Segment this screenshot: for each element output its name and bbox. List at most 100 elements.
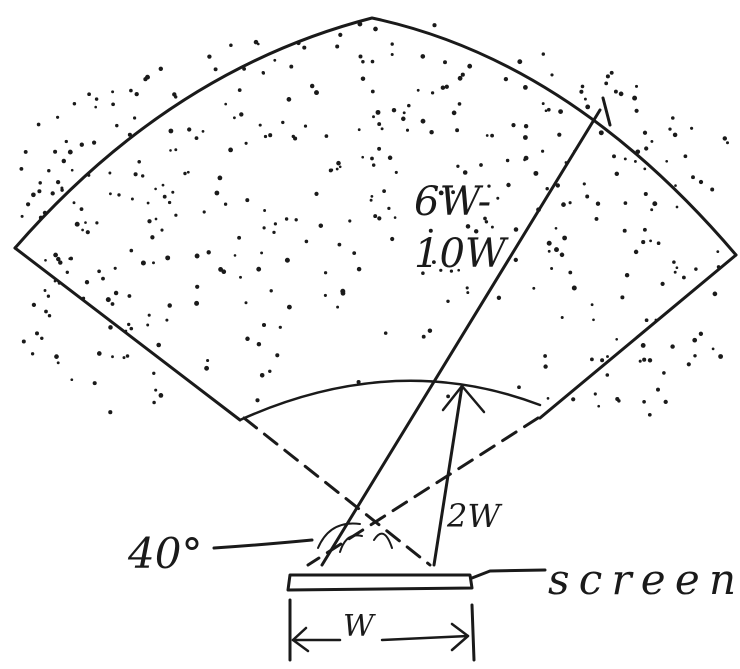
stipple-dot [21,339,26,344]
stipple-dot [255,398,260,403]
stipple-dot [693,354,697,358]
stipple-dot [54,354,59,359]
stipple-dot [129,326,134,331]
stipple-dot [81,228,84,232]
stipple-dot [161,183,165,187]
far-arc [13,16,738,257]
width-tick-right [470,603,476,662]
stipple-dot [79,142,84,147]
stipple-dot [127,294,132,298]
stipple-dot [555,183,560,188]
stipple-dot [606,355,609,358]
stipple-dot [634,108,639,113]
stipple-dot [336,305,340,309]
stipple-dot [559,252,565,258]
stipple-dot [583,97,587,101]
stipple-dot [92,381,97,386]
stipple-dot [674,184,677,187]
stipple-dot [647,358,653,363]
stipple-dot [438,190,444,196]
stipple-dot [147,219,152,224]
width-arrow-line [291,634,470,642]
stipple-dot [133,172,138,177]
stipple-dot [218,266,224,272]
stipple-dot [69,256,74,261]
stipple-dot [541,52,545,56]
stipple-dot [643,191,648,197]
stipple-dot [594,216,599,221]
stipple-dot [147,313,151,317]
stipple-dot [358,54,363,59]
stipple-dot [38,181,42,185]
stipple-dot [585,104,591,110]
stipple-dot [309,83,315,89]
stipple-dot [174,213,178,217]
stipple-dot [633,159,637,163]
stipple-dot [56,115,60,119]
stipple-dot [612,154,616,159]
stipple-dot [360,76,366,81]
stipple-dot [416,88,420,92]
stipple-dot [361,60,365,64]
stipple-dot [370,89,375,94]
screen-label: screen [548,555,736,604]
stipple-dot [615,396,620,402]
stipple-dot [113,266,117,270]
stipple-dot [698,179,704,185]
near-distance-label: 2W [446,497,503,535]
stipple-dot [206,358,210,363]
dashed-line-left [242,416,432,567]
angle-label: 40° [127,529,202,578]
stipple-dot [361,155,365,159]
stipple-dot [263,209,267,212]
stipple-dot [72,201,76,205]
stipple-dot [356,379,361,385]
stipple-dot [557,132,562,137]
stipple-dot [485,134,489,137]
stipple-dot [165,318,169,322]
stipple-dot [716,250,720,254]
stipple-dot [330,168,334,172]
stipple-dot [108,410,113,415]
stipple-dot [382,189,386,193]
stipple-dot [115,123,119,128]
stipple-dot [31,302,37,308]
stipple-dot [647,412,652,417]
stipple-dot [670,344,675,349]
stipple-dot [244,141,248,145]
stipple-dot [483,216,487,221]
stipple-dot [543,354,547,358]
stipple-dot [592,318,595,322]
stipple-dot [369,198,373,202]
stipple-dot [523,124,529,129]
stipple-dot [273,58,277,62]
stipple-dot [152,261,155,265]
angle-arc-outer [317,522,361,549]
stipple-dot [662,371,666,375]
stipple-dot [232,116,236,120]
stipple-dot [692,337,698,343]
stipple-dot [457,75,463,81]
stipple-dot [420,54,426,59]
stipple-dot [561,202,566,207]
stipple-dot [145,74,150,80]
stipple-dot [665,159,669,163]
stipple-dot [268,133,273,138]
stipple-dot [244,301,248,305]
stipple-dot [710,187,715,192]
stipple-dot [505,158,510,163]
stipple-dot [632,95,638,101]
stipple-dot [314,90,319,96]
screen-rectangle [286,573,474,592]
stipple-dot [167,303,172,308]
stipple-dot [323,271,328,275]
stipple-dot [541,149,545,153]
stipple-dot [94,105,97,109]
stipple-dot [370,156,374,161]
stipple-dot [640,342,646,348]
dashed-line-right [306,416,540,567]
far-end-tick [601,96,612,127]
stipple-dot [154,187,157,191]
stipple-dot [650,139,654,143]
stipple-dot [446,299,450,304]
